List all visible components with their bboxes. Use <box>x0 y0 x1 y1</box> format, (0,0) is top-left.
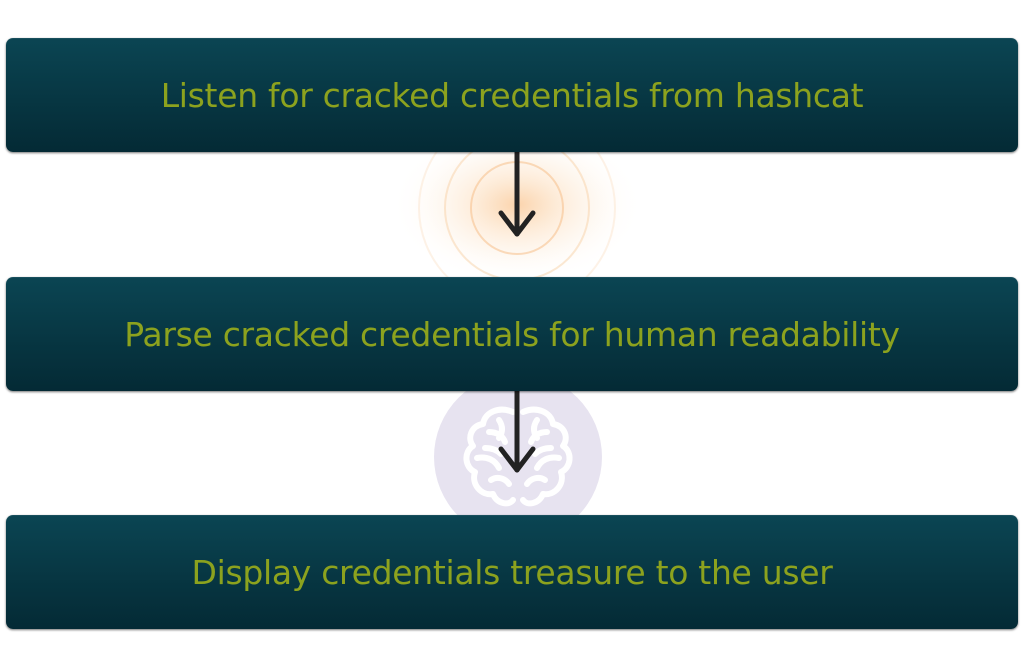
step-label: Parse cracked credentials for human read… <box>124 314 900 354</box>
arrow-down-icon <box>498 150 536 237</box>
flow-step-listen: Listen for cracked credentials from hash… <box>6 38 1018 152</box>
flow-step-display: Display credentials treasure to the user <box>6 515 1018 629</box>
step-label: Listen for cracked credentials from hash… <box>160 75 864 115</box>
arrow-down-icon <box>498 388 536 473</box>
step-label: Display credentials treasure to the user <box>191 552 833 592</box>
flow-step-parse: Parse cracked credentials for human read… <box>6 277 1018 391</box>
